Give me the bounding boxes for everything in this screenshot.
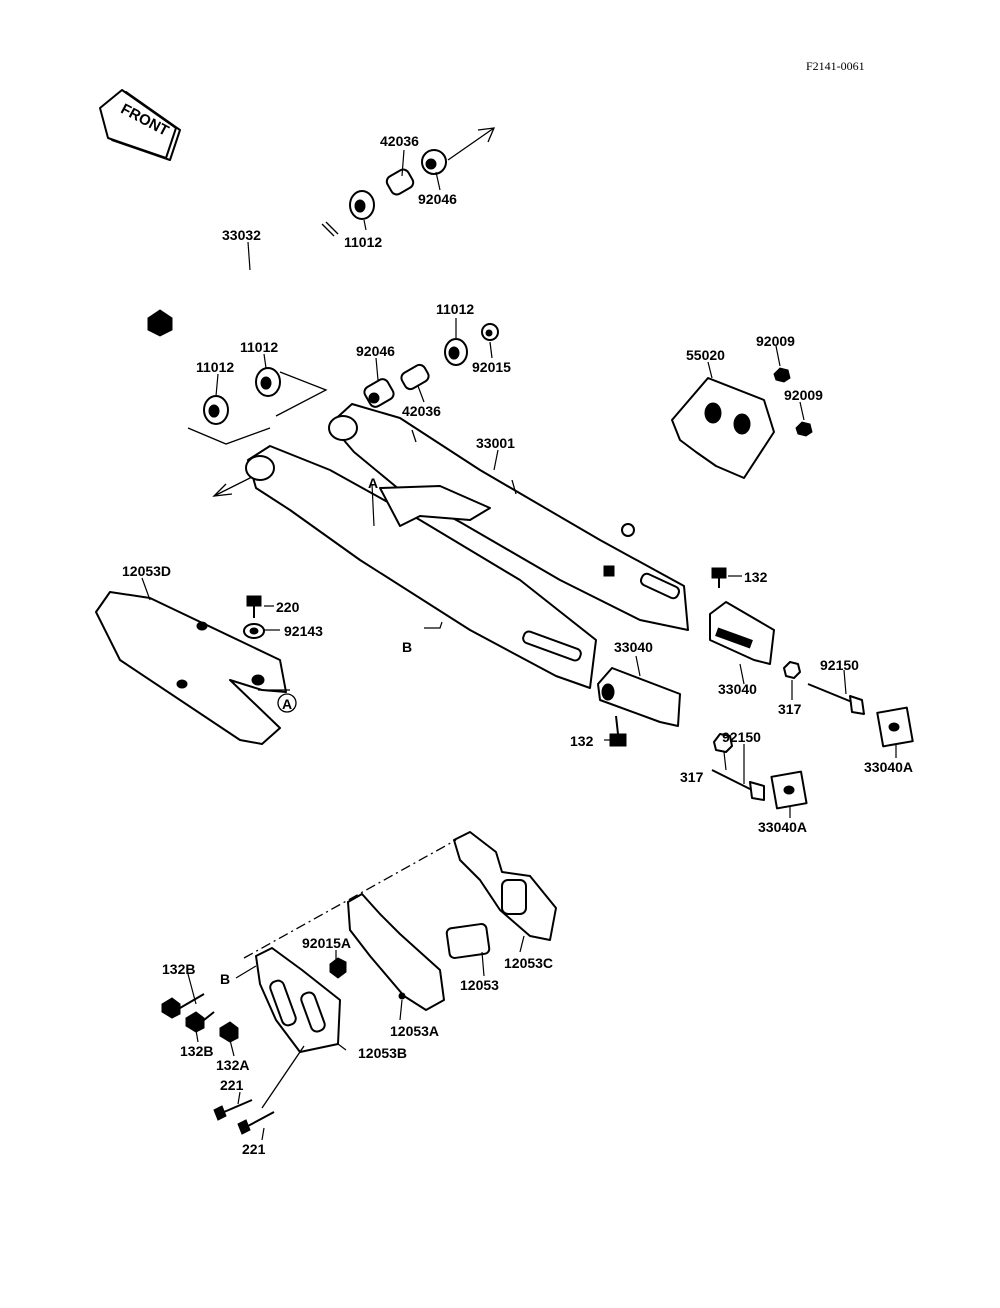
- chain-guide-12053D: [95, 591, 287, 745]
- label-92046-top: 92046: [418, 191, 457, 207]
- label-132A: 132A: [216, 1057, 249, 1073]
- bolt-132A: [219, 1021, 239, 1043]
- label-12053D: 12053D: [122, 563, 171, 579]
- block-33040A-right: [876, 706, 914, 748]
- label-33040A-left: 33040A: [758, 819, 807, 835]
- collar-92015: [481, 323, 499, 341]
- seal-92046-mid: [363, 378, 395, 408]
- label-12053B: 12053B: [358, 1045, 407, 1061]
- label-12053C: 12053C: [504, 955, 553, 971]
- label-42036-mid: 42036: [402, 403, 441, 419]
- bearing-11012-mid: [444, 338, 468, 366]
- bearing-11012-left-a: [255, 367, 281, 397]
- bracket-55020: [671, 377, 775, 479]
- label-132B-a: 132B: [162, 961, 195, 977]
- bearing-11012-top: [349, 190, 375, 220]
- swingarm-pivot-axle: [147, 221, 339, 337]
- label-221-b: 221: [242, 1141, 266, 1157]
- label-92150-left: 92150: [722, 729, 761, 745]
- label-55020: 55020: [686, 347, 725, 363]
- block-33040A-left: [770, 770, 808, 810]
- label-92009-b: 92009: [784, 387, 823, 403]
- adjuster-33040-left: [597, 667, 681, 727]
- diagram-code: F2141-0061: [806, 59, 865, 73]
- guide-block-12053: [445, 923, 491, 959]
- label-220: 220: [276, 599, 300, 615]
- bolt-220: [246, 595, 262, 618]
- bolt-132-right: [711, 567, 727, 588]
- label-92046-mid: 92046: [356, 343, 395, 359]
- seal-92046-top: [421, 149, 447, 175]
- label-132B-b: 132B: [180, 1043, 213, 1059]
- label-132-left: 132: [570, 733, 594, 749]
- washer-92143: [243, 623, 265, 639]
- swingarm-33001: [245, 403, 689, 689]
- label-132-right: 132: [744, 569, 768, 585]
- label-92009-a: 92009: [756, 333, 795, 349]
- label-317-right: 317: [778, 701, 802, 717]
- direction-arrow-icon: [447, 127, 496, 161]
- label-221-a: 221: [220, 1077, 244, 1093]
- adjuster-33040-right: [709, 601, 775, 665]
- guide-plate-12053C: [453, 831, 557, 941]
- label-42036-top: 42036: [380, 133, 419, 149]
- label-92143: 92143: [284, 623, 323, 639]
- bolt-221-a: [213, 1099, 253, 1121]
- bearing-11012-left-b: [203, 395, 229, 425]
- label-92015A: 92015A: [302, 935, 351, 951]
- bolt-132B-b: [185, 1011, 215, 1033]
- bolt-132B-a: [161, 993, 205, 1019]
- ref-A-swingarm: A: [368, 475, 378, 491]
- label-12053: 12053: [460, 977, 499, 993]
- bolt-132-left: [609, 715, 627, 747]
- bolt-92150-right: [807, 683, 865, 715]
- nut-317-left: [713, 733, 733, 753]
- label-11012-left-a: 11012: [240, 339, 278, 355]
- front-arrow-icon: FRONT: [99, 89, 181, 161]
- label-12053A: 12053A: [390, 1023, 439, 1039]
- ref-B-swingarm: B: [402, 639, 412, 655]
- label-317-left: 317: [680, 769, 704, 785]
- ref-B-guide: B: [220, 971, 230, 987]
- label-33040-right: 33040: [718, 681, 757, 697]
- bolt-221-b: [237, 1111, 275, 1135]
- sleeve-42036-mid: [400, 363, 430, 391]
- nut-92015A: [329, 957, 347, 979]
- label-33032: 33032: [222, 227, 261, 243]
- label-92150-right: 92150: [820, 657, 859, 673]
- ref-A-guide: A: [277, 693, 297, 713]
- label-33040-left: 33040: [614, 639, 653, 655]
- bolt-92150-left: [711, 769, 765, 801]
- guide-plate-12053A: [347, 893, 445, 1011]
- label-11012-mid: 11012: [436, 301, 474, 317]
- label-92015: 92015: [472, 359, 511, 375]
- label-33040A-right: 33040A: [864, 759, 913, 775]
- guide-plate-12053B: [255, 947, 341, 1053]
- svg-text:A: A: [282, 696, 292, 712]
- nut-92009-a: [773, 367, 791, 383]
- label-33001: 33001: [476, 435, 515, 451]
- label-11012-left-b: 11012: [196, 359, 234, 375]
- nut-317-right: [783, 661, 801, 679]
- sleeve-42036-top: [385, 168, 415, 196]
- nut-92009-b: [795, 421, 813, 437]
- label-11012-axle: 11012: [344, 234, 382, 250]
